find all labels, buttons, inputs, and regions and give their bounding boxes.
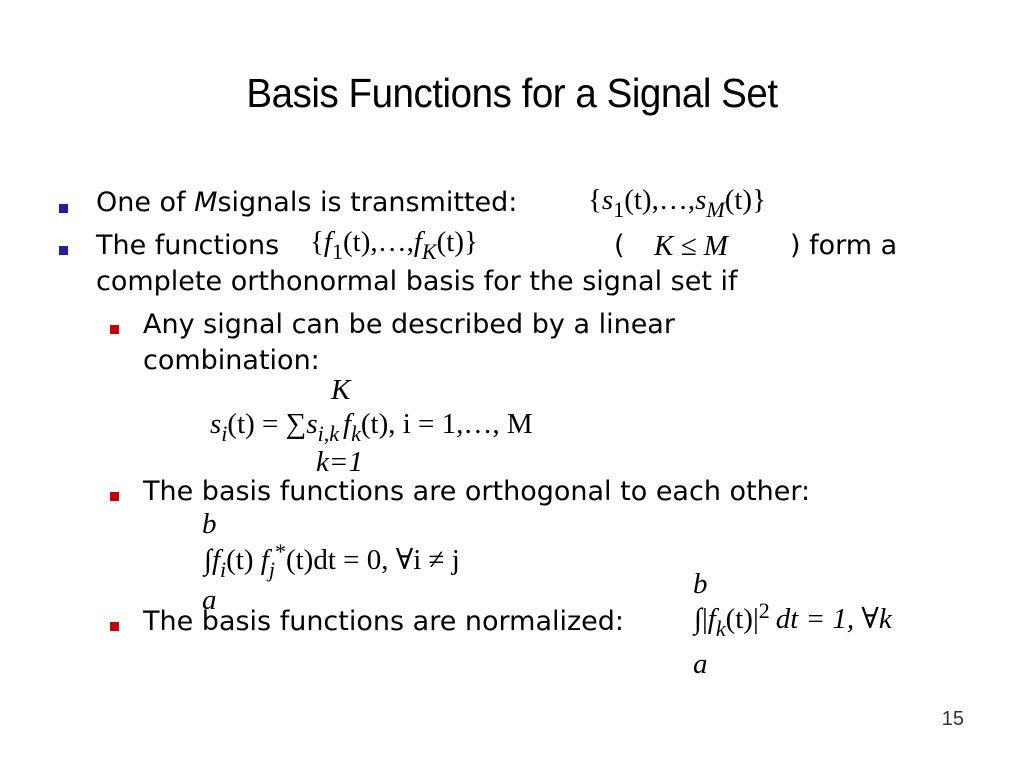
signal-set-math: {s1(t),…,sM(t)} [588,184,767,222]
var-m: M [194,187,218,218]
sub-bullet-1-line1: Any signal can be described by a linear [143,309,675,340]
norm-integral-upper-limit: b [693,568,708,600]
bullet-1-text-a: One of [96,187,195,218]
sub-bullet-marker [110,622,119,631]
sum-symbol: ∑ [285,408,307,440]
condition-math: K ≤ M [654,230,728,262]
bullet-1-text-b: signals is transmitted: [217,187,518,218]
page-number: 15 [941,708,964,730]
sub-bullet-marker [110,325,119,334]
bullet-marker [59,204,68,213]
bullet-marker [59,246,68,255]
bullet-2-text: The functions [96,230,280,261]
sub-bullet-2-line1: The basis functions are orthogonal to ea… [143,476,811,507]
paren-open: ( [614,230,625,261]
sub-bullet-marker [110,492,119,501]
sub-bullet-1-line2: combination: [143,345,320,376]
sum-upper-limit: K [331,374,351,406]
integral-lower-limit: a [202,584,217,616]
orthogonality-equation: ∫fi(t) fj*(t)dt = 0, ∀i ≠ j [204,539,460,582]
slide-title: Basis Functions for a Signal Set [246,70,778,116]
bullet-2-text-b: ) form a [790,230,898,261]
bullet-2-line2: complete orthonormal basis for the signa… [96,266,738,297]
integral-upper-limit: b [202,508,217,540]
norm-integral-lower-limit: a [693,648,708,680]
bullet-1-text: One of Msignals is transmitted: [96,189,517,216]
sum-lower-limit: k=1 [316,446,363,478]
function-set-math: {f1(t),…,fK(t)} [310,226,478,264]
sub-bullet-3-line1: The basis functions are normalized: [143,606,625,637]
